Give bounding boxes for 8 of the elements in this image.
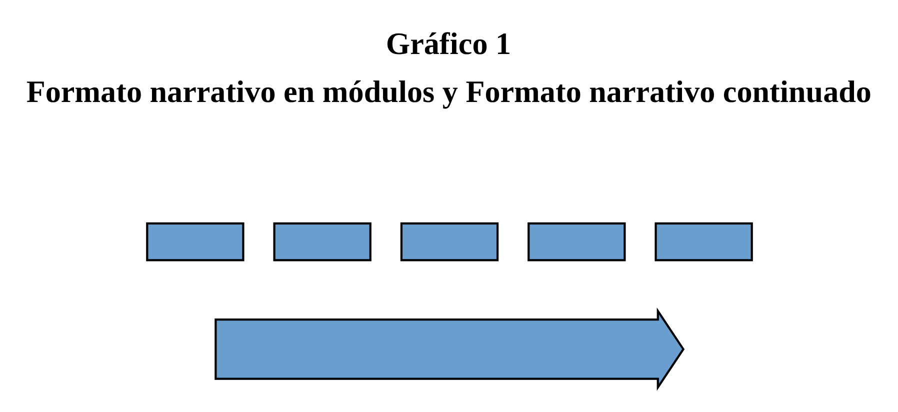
node-box [146, 222, 244, 262]
node-arrow [214, 308, 684, 391]
node-box [272, 222, 371, 262]
node-box [400, 222, 498, 262]
node-box [654, 222, 752, 262]
diagram-title: Gráfico 1 [385, 26, 511, 61]
node-box [527, 222, 626, 262]
label: Formato narrativo en módulos y Formato narrativo continuado [26, 74, 871, 109]
